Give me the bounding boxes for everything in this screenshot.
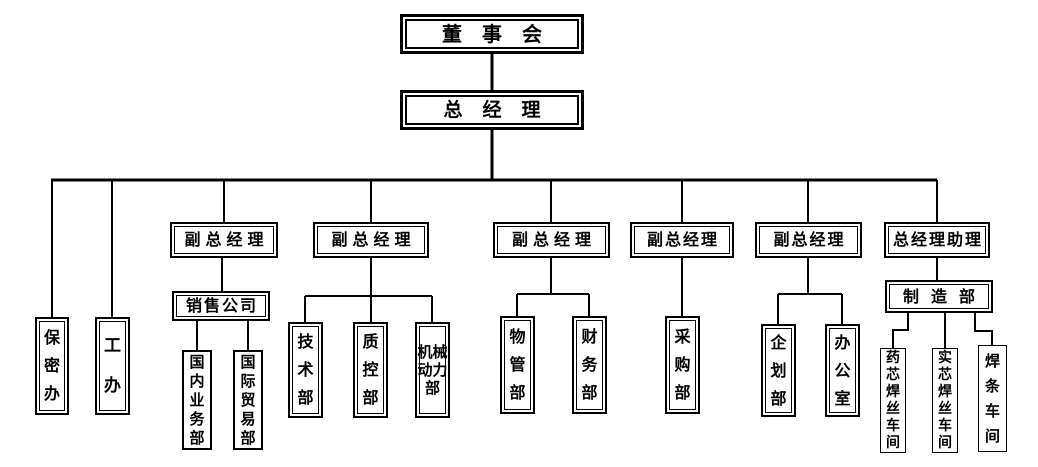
org-node-general-office: 办公室 <box>825 324 860 417</box>
org-node-machinery-power-dept: 机械动力部 <box>415 322 450 418</box>
org-node-label: 药芯焊丝车间 <box>886 349 900 451</box>
org-node-label: 采购部 <box>674 327 691 402</box>
org-node-label: 技术部 <box>297 332 314 407</box>
org-node-label: 国际贸易部 <box>240 352 256 447</box>
org-node-secrecy-office: 保密办 <box>35 317 69 415</box>
org-node-intl-trade-dept: 国际贸易部 <box>233 350 263 450</box>
org-node-label: 保密办 <box>43 328 60 403</box>
org-node-label: 副总经理 <box>773 230 846 249</box>
org-node-label: 机械动力部 <box>417 343 448 397</box>
org-node-label: 总经理助理 <box>892 230 983 249</box>
org-node-label: 副总经理 <box>511 230 596 249</box>
org-node-label: 企划部 <box>770 332 787 408</box>
org-node-label: 副总经理 <box>646 230 719 249</box>
org-node-label: 制造部 <box>902 286 987 306</box>
org-node-purchasing-dept: 采购部 <box>665 316 700 414</box>
org-node-label: 总经理 <box>443 98 561 121</box>
org-node-electrode-workshop: 焊条车间 <box>978 345 1007 452</box>
org-node-flux-cored-wire-workshop: 药芯焊丝车间 <box>880 348 906 453</box>
org-node-gm-assistant: 总经理助理 <box>884 222 990 258</box>
org-node-label: 销售公司 <box>185 296 258 315</box>
org-node-manufacturing-dept: 制造部 <box>885 280 993 313</box>
org-node-deputy-gm-4: 副总经理 <box>630 222 734 258</box>
org-node-general-manager: 总经理 <box>400 90 584 130</box>
org-node-deputy-gm-5: 副总经理 <box>755 222 862 258</box>
org-node-label: 副总经理 <box>184 230 269 249</box>
org-node-deputy-gm-1: 副总经理 <box>170 222 278 258</box>
org-node-label: 焊条车间 <box>984 351 1000 445</box>
org-node-label: 财务部 <box>581 327 598 402</box>
org-node-technology-dept: 技术部 <box>288 322 323 418</box>
org-node-solid-wire-workshop: 实芯焊丝车间 <box>932 348 958 453</box>
org-node-label: 工办 <box>104 336 121 396</box>
org-node-domestic-business-dept: 国内业务部 <box>182 350 212 450</box>
org-node-planning-dept: 企划部 <box>761 324 796 417</box>
org-node-sales-company: 销售公司 <box>172 291 270 321</box>
connector <box>892 313 909 348</box>
connector <box>974 313 993 345</box>
org-node-label: 国内业务部 <box>189 352 205 447</box>
org-node-label: 办公室 <box>834 332 851 408</box>
org-node-materials-mgmt-dept: 物管部 <box>500 316 535 414</box>
org-node-label: 副总经理 <box>331 230 416 249</box>
org-node-board: 董事会 <box>400 14 584 54</box>
org-node-workers-office: 工办 <box>95 317 130 415</box>
org-node-quality-control-dept: 质控部 <box>353 322 388 418</box>
org-node-label: 实芯焊丝车间 <box>938 349 952 451</box>
org-node-finance-dept: 财务部 <box>572 316 607 414</box>
org-node-label: 物管部 <box>509 327 526 402</box>
org-node-label: 董事会 <box>442 22 562 46</box>
org-node-deputy-gm-3: 副总经理 <box>493 222 610 258</box>
org-node-label: 质控部 <box>362 332 379 407</box>
org-node-deputy-gm-2: 副总经理 <box>313 222 429 258</box>
